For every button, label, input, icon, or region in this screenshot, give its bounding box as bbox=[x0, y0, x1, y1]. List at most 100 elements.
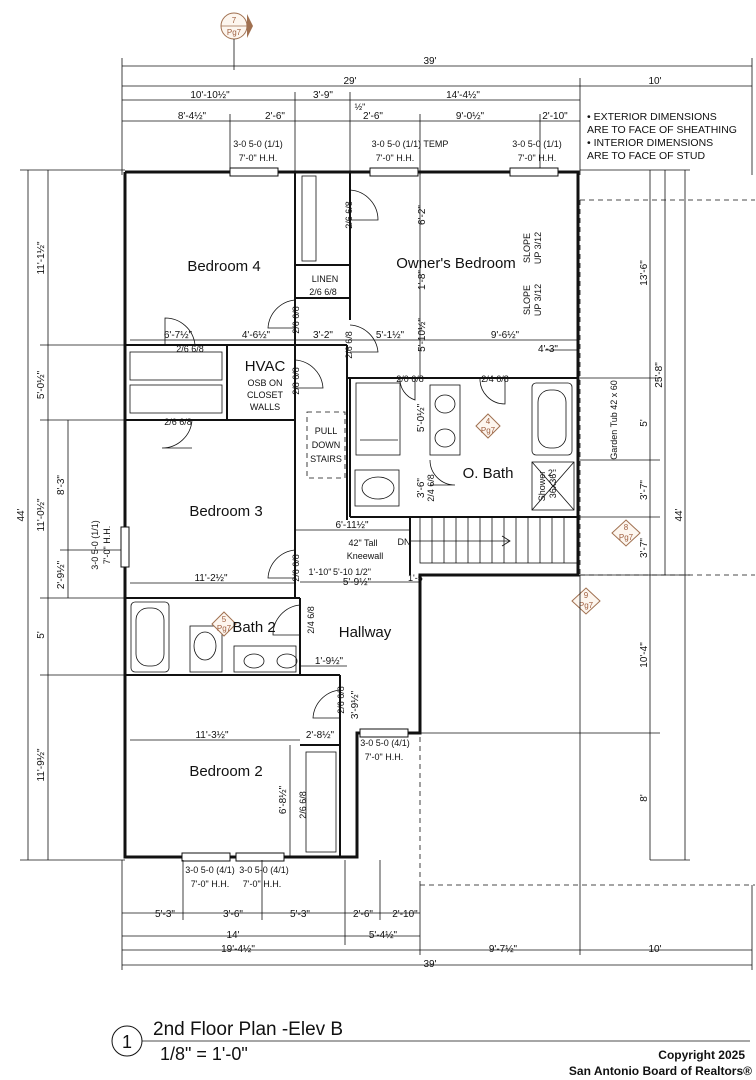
window-4-head: 7'-0" H.H. bbox=[102, 526, 112, 564]
room-bedroom-3: Bedroom 3 bbox=[189, 503, 262, 520]
dim-int-2: 1'-8" bbox=[417, 270, 428, 290]
room-owners-bath: O. Bath bbox=[463, 465, 514, 482]
shower-curb: 2" bbox=[548, 468, 556, 478]
callout-4: 4 Pg7 bbox=[475, 413, 501, 439]
room-bedroom-2: Bedroom 2 bbox=[189, 763, 262, 780]
dim-int-10: 5'-0½" bbox=[416, 403, 427, 432]
dim-int-22: 3'-9½" bbox=[350, 690, 361, 719]
dim-top-d2: 3'-9" bbox=[313, 90, 333, 101]
window-5-head: 7'-0" H.H. bbox=[365, 752, 403, 762]
dim-int-8: 4'-3" bbox=[538, 344, 558, 355]
dimension-notes: • EXTERIOR DIMENSIONS ARE TO FACE OF SHE… bbox=[587, 111, 737, 162]
dim-bottom-overall: 39' bbox=[423, 959, 436, 970]
dim-int-13: 11'-2½" bbox=[194, 573, 228, 584]
dim-bottom-a2: 3'-6" bbox=[223, 909, 243, 920]
dim-right-r5: 3'-7" bbox=[639, 538, 650, 558]
callout-page: Pg7 bbox=[227, 28, 242, 37]
dim-right-r2: 13'-6" bbox=[639, 260, 650, 286]
svg-text:5: 5 bbox=[222, 615, 227, 624]
svg-text:Pg7: Pg7 bbox=[217, 624, 232, 633]
slope-2: SLOPE bbox=[522, 285, 532, 315]
kneewall-note-1: 42" Tall bbox=[348, 538, 377, 548]
dim-int-21: 6'-8½" bbox=[278, 785, 289, 814]
note-line-1: • EXTERIOR DIMENSIONS bbox=[587, 111, 717, 123]
dim-left-l4: 8'-3" bbox=[56, 475, 67, 495]
dim-int-18: 1'-9½" bbox=[315, 656, 344, 667]
dim-bottom-a1: 5'-3" bbox=[155, 909, 175, 920]
room-bath-2: Bath 2 bbox=[232, 619, 275, 636]
dim-int-11: 3'-6" bbox=[416, 478, 427, 498]
window-3-head: 7'-0" H.H. bbox=[518, 153, 556, 163]
dim-right-r3: 5' bbox=[639, 419, 650, 427]
dim-top-d6: ½" bbox=[355, 102, 366, 112]
callout-5: 5 Pg7 bbox=[211, 611, 237, 637]
dim-int-12: 6'-11½" bbox=[335, 520, 369, 531]
interior-dimensions: 6'-2" 1'-8" 6'-7½" 4'-6½" 3'-2" 5'-1½" 9… bbox=[130, 172, 578, 857]
dim-left-l7: 11'-9½" bbox=[36, 748, 47, 782]
dim-top-d4: 8'-4½" bbox=[178, 111, 207, 122]
dim-bottom-b1: 14' bbox=[226, 930, 239, 941]
dim-left-l1: 11'-1½" bbox=[36, 241, 47, 275]
copyright-line-2: San Antonio Board of Realtors® bbox=[569, 1064, 752, 1078]
door-label-3: 2/6 6/8 bbox=[176, 344, 204, 354]
dim-int-4: 4'-6½" bbox=[242, 330, 271, 341]
room-owners-bedroom: Owner's Bedroom bbox=[396, 255, 516, 272]
dim-bottom-c2: 9'-7½" bbox=[489, 944, 518, 955]
note-line-2: ARE TO FACE OF SHEATHING bbox=[587, 124, 737, 136]
door-label-2: 2/6 6/8 bbox=[291, 306, 301, 334]
dim-right-r1: 25'-8" bbox=[654, 362, 665, 388]
dim-bottom-a5: 2'-10" bbox=[392, 909, 418, 920]
stair-treads bbox=[410, 517, 565, 563]
door-label-11: 2/4 6/8 bbox=[306, 606, 316, 634]
dim-bottom-c1: 19'-4½" bbox=[221, 944, 255, 955]
pull-down-stairs-2: DOWN bbox=[312, 440, 341, 450]
shower-label: Shower bbox=[537, 471, 547, 502]
dim-overall-width: 39' bbox=[423, 56, 436, 67]
door-label-8: 2/4 6/8 bbox=[481, 374, 509, 384]
drawing-title: 2nd Floor Plan -Elev B bbox=[153, 1019, 343, 1040]
linen-door: 2/6 6/8 bbox=[309, 287, 337, 297]
stair-down-label: DN bbox=[398, 537, 411, 547]
dim-left-l5: 2'-9½" bbox=[56, 560, 67, 589]
bottom-window-labels: 3-0 5-0 (4/1) 7'-0" H.H. 3-0 5-0 (4/1) 7… bbox=[185, 865, 289, 889]
dim-left-l6: 5' bbox=[36, 631, 47, 639]
section-callouts: 4 Pg7 8 Pg7 9 Pg7 5 Pg7 bbox=[211, 413, 641, 637]
title-block: 1 2nd Floor Plan -Elev B 1/8" = 1'-0" Co… bbox=[111, 1019, 752, 1078]
window-1-size: 3-0 5-0 (1/1) bbox=[233, 139, 283, 149]
pull-down-stairs-1: PULL bbox=[315, 426, 338, 436]
dim-int-19: 11'-3½" bbox=[195, 730, 229, 741]
dim-right-r6: 10'-4" bbox=[639, 642, 650, 668]
note-line-4: ARE TO FACE OF STUD bbox=[587, 150, 705, 162]
window-6-head: 7'-0" H.H. bbox=[191, 879, 229, 889]
door-label-9: 2/4 6/8 bbox=[426, 474, 436, 502]
slope-1-pitch: UP 3/12 bbox=[533, 232, 543, 264]
window-4-size: 3-0 5-0 (1/1) bbox=[90, 520, 100, 570]
dim-bottom-a4: 2'-6" bbox=[353, 909, 373, 920]
slope-1: SLOPE bbox=[522, 233, 532, 263]
svg-text:Pg7: Pg7 bbox=[579, 601, 594, 610]
dim-left-l2: 5'-0½" bbox=[36, 370, 47, 399]
dim-top-d5: 2'-6" bbox=[265, 111, 285, 122]
callout-8: 8 Pg7 bbox=[611, 519, 641, 547]
kneewall-note-2: Kneewall bbox=[347, 551, 384, 561]
dim-int-17: 1'-5" bbox=[408, 573, 426, 583]
lower-roof-outline bbox=[419, 199, 755, 886]
callout-9: 9 Pg7 bbox=[571, 587, 601, 615]
room-labels: Bedroom 4 Owner's Bedroom LINEN 2/6 6/8 … bbox=[187, 232, 619, 780]
garden-tub-label: Garden Tub 42 x 60 bbox=[609, 380, 619, 460]
dim-int-14: 1'-10" bbox=[309, 567, 332, 577]
svg-text:8: 8 bbox=[624, 523, 629, 532]
bottom-dimensions: 5'-3" 3'-6" 5'-3" 2'-6" 2'-10" 14' 5'-4½… bbox=[121, 575, 753, 970]
copyright-line-1: Copyright 2025 bbox=[658, 1048, 745, 1062]
hvac-note-2: CLOSET bbox=[247, 390, 284, 400]
window-7-size: 3-0 5-0 (4/1) bbox=[239, 865, 289, 875]
door-label-6: 2/6 6/8 bbox=[164, 417, 192, 427]
linen-label: LINEN bbox=[312, 274, 339, 284]
dim-bottom-b2: 5'-4½" bbox=[369, 930, 398, 941]
window-3-size: 3-0 5-0 (1/1) bbox=[512, 139, 562, 149]
room-bedroom-4: Bedroom 4 bbox=[187, 258, 260, 275]
top-window-labels: 3-0 5-0 (1/1) 7'-0" H.H. 3-0 5-0 (1/1) T… bbox=[233, 139, 562, 163]
dim-top-d1: 10'-10½" bbox=[190, 90, 230, 101]
pull-down-stairs-3: STAIRS bbox=[310, 454, 342, 464]
